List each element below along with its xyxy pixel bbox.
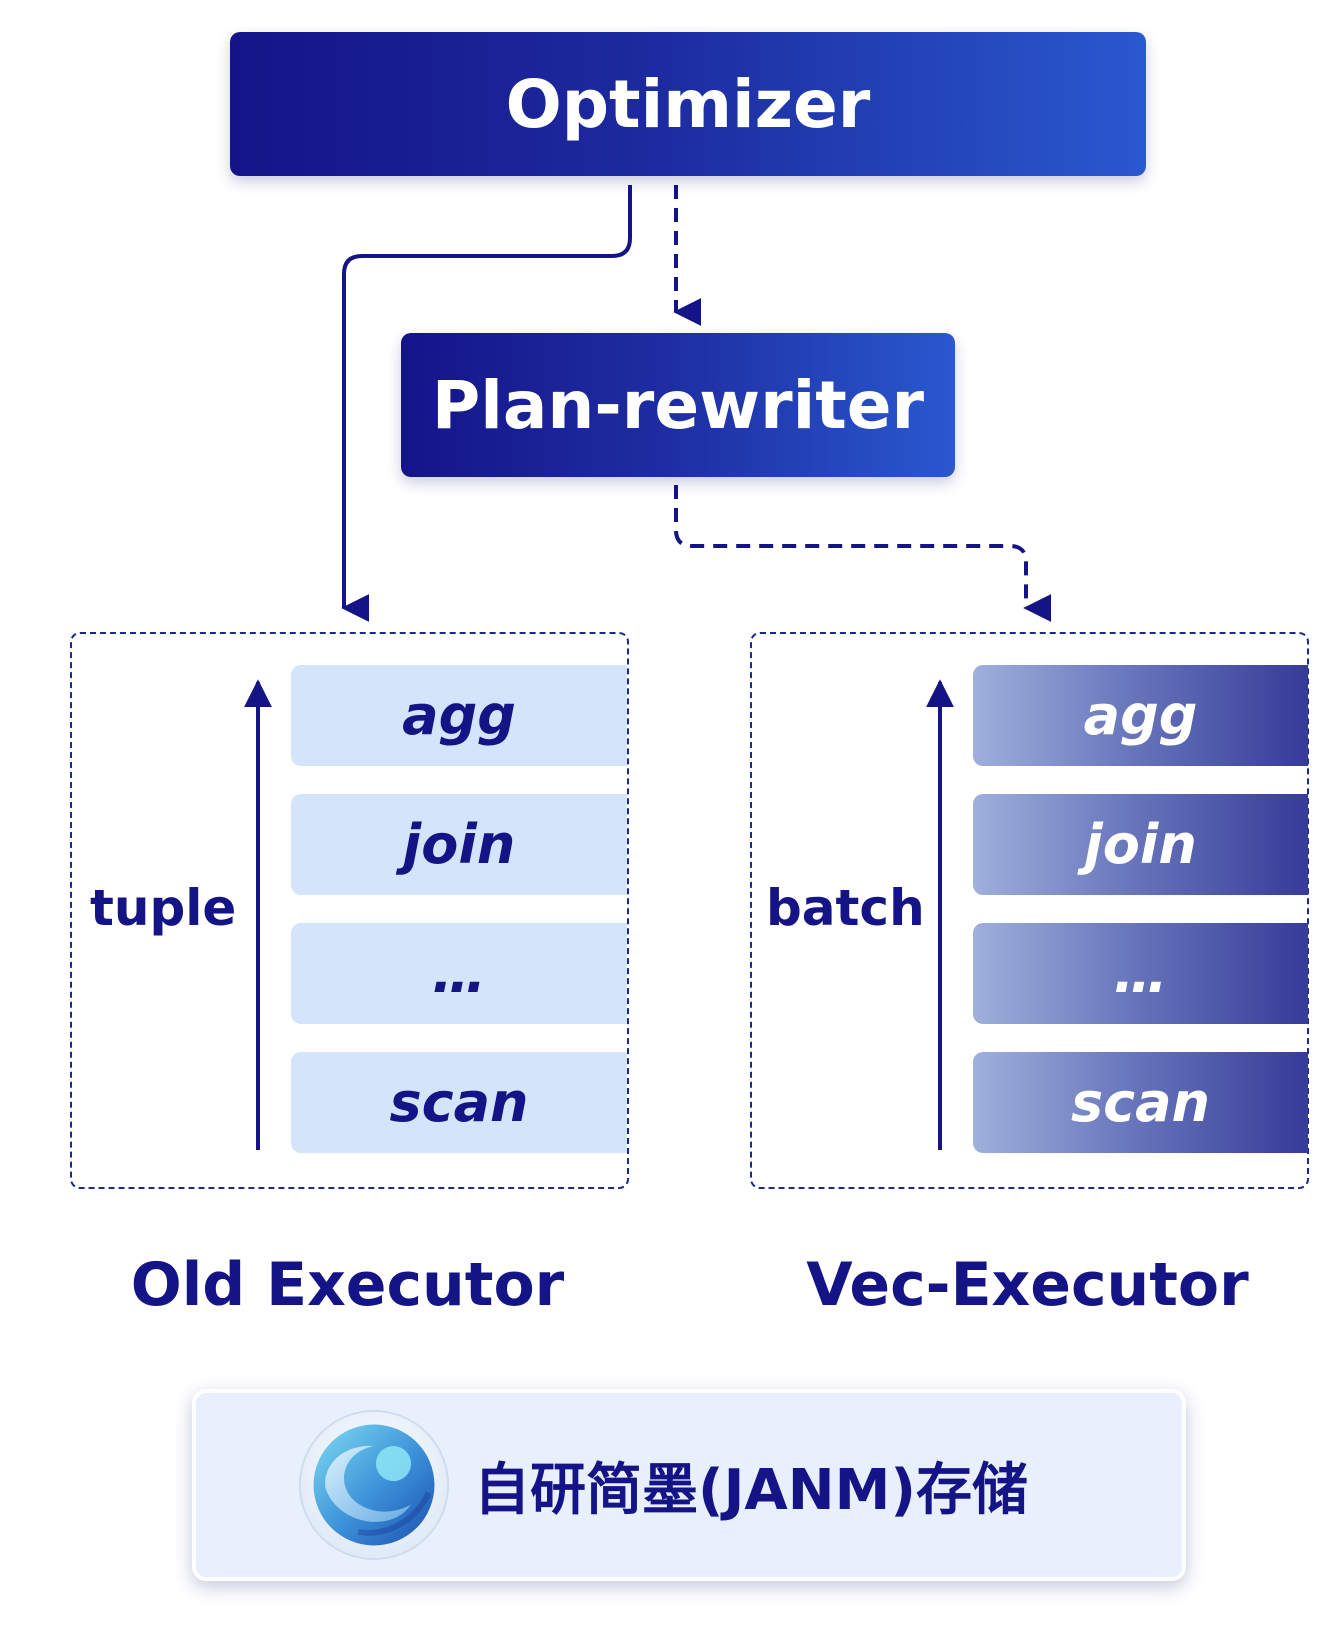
old-stage-join: join bbox=[291, 794, 627, 895]
rewriter-to-vec-executor-arrow bbox=[674, 485, 1052, 622]
old-executor-flow-label: tuple bbox=[90, 879, 237, 937]
vec-executor-flow-label: batch bbox=[766, 879, 925, 937]
vec-stage-scan: scan bbox=[973, 1052, 1308, 1153]
storage-label: 自研简墨(JANM)存储 bbox=[474, 1457, 1028, 1523]
vec-stage-join: join bbox=[973, 794, 1308, 895]
plan-rewriter-box: Plan-rewriter bbox=[401, 333, 955, 477]
old-executor-title: Old Executor bbox=[130, 1250, 565, 1320]
optimizer-label: Optimizer bbox=[505, 65, 871, 143]
vec-stage-ellipsis: … bbox=[973, 923, 1308, 1024]
old-executor-frame bbox=[70, 632, 629, 1189]
vec-executor-frame bbox=[750, 632, 1309, 1189]
old-stage-ellipsis: … bbox=[291, 923, 627, 1024]
storage-panel: 自研简墨(JANM)存储 bbox=[192, 1389, 1186, 1581]
vec-executor-title: Vec-Executor bbox=[806, 1250, 1249, 1320]
old-stage-agg: agg bbox=[291, 665, 627, 766]
optimizer-box: Optimizer bbox=[230, 32, 1146, 176]
janm-logo-icon bbox=[298, 1409, 450, 1561]
old-stage-scan: scan bbox=[291, 1052, 627, 1153]
plan-rewriter-label: Plan-rewriter bbox=[431, 366, 925, 444]
vec-stage-agg: agg bbox=[973, 665, 1308, 766]
optimizer-to-old-executor-arrow bbox=[341, 185, 632, 622]
